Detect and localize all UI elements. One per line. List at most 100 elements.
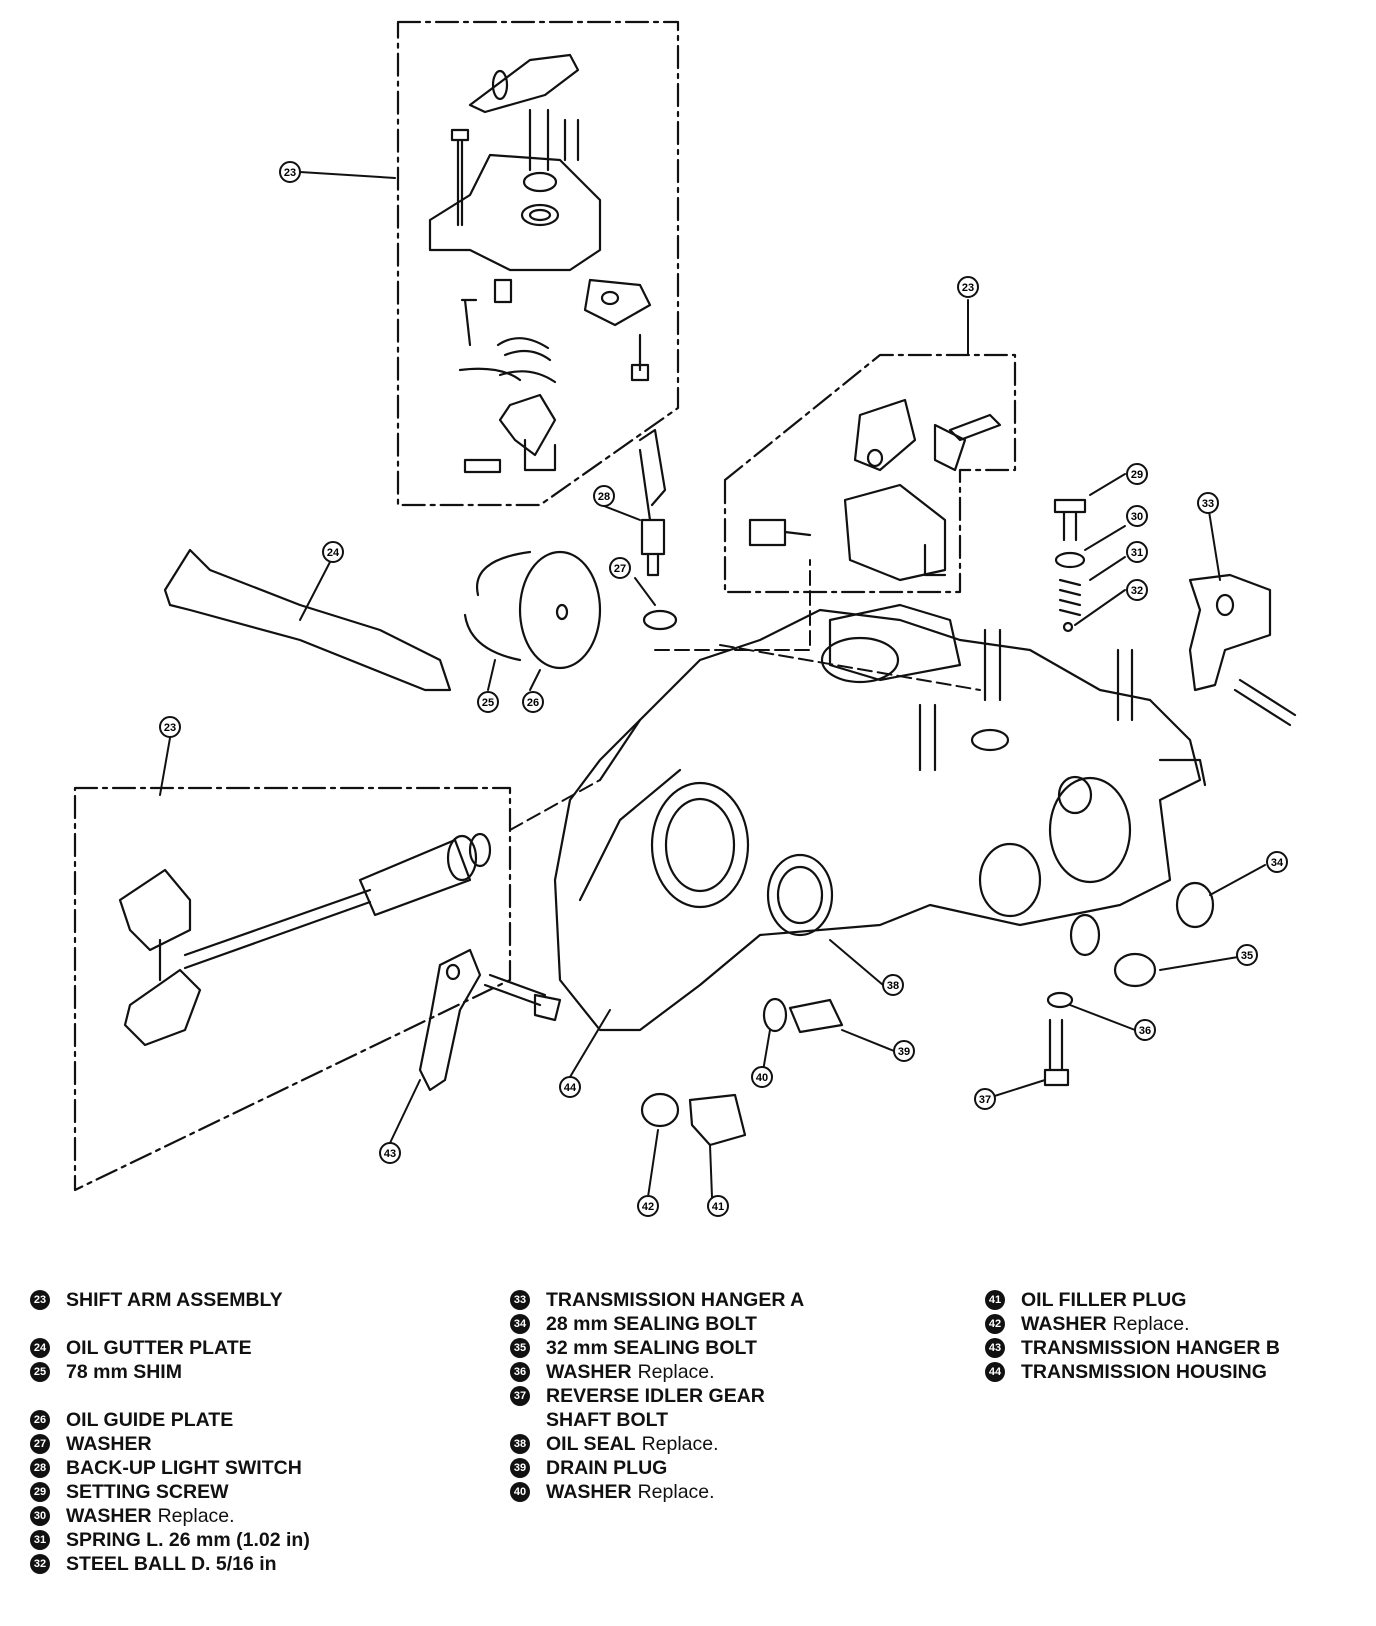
callout-44: 44	[559, 1076, 581, 1098]
sealing-bolts-parts	[1043, 881, 1215, 1087]
oil-guide-plate-part	[518, 550, 602, 670]
backup-light-switch-part	[638, 428, 678, 631]
legend-number: 32	[30, 1554, 50, 1574]
callout-28: 28	[593, 485, 615, 507]
legend-number: 40	[510, 1482, 530, 1502]
legend-number: 30	[30, 1506, 50, 1526]
callout-29: 29	[1126, 463, 1148, 485]
svg-text:29: 29	[1131, 469, 1143, 481]
legend-label: OIL GUIDE PLATE	[66, 1409, 234, 1431]
legend-number: 36	[510, 1362, 530, 1382]
legend-note: Replace.	[637, 1361, 715, 1383]
legend-label: WASHER	[66, 1433, 152, 1455]
svg-text:25: 25	[482, 697, 494, 709]
filler-plug-parts	[640, 1092, 747, 1147]
legend-number: 26	[30, 1410, 50, 1430]
svg-text:42: 42	[642, 1201, 654, 1213]
legend-item-27: 27 WASHER	[30, 1432, 310, 1456]
legend-label: TRANSMISSION HOUSING	[1021, 1361, 1267, 1383]
callout-23-top: 23	[279, 161, 301, 183]
legend-note: Replace.	[1112, 1313, 1190, 1335]
legend-number: 28	[30, 1458, 50, 1478]
hanger-b-part	[418, 948, 562, 1092]
svg-text:23: 23	[284, 167, 296, 179]
oil-gutter-plate-part	[163, 548, 452, 692]
legend-number: 31	[30, 1530, 50, 1550]
svg-text:37: 37	[979, 1094, 991, 1106]
callout-30: 30	[1126, 505, 1148, 527]
legend-number: 27	[30, 1434, 50, 1454]
legend-label: WASHER	[546, 1361, 632, 1383]
legend-number: 43	[985, 1338, 1005, 1358]
callout-39: 39	[893, 1040, 915, 1062]
legend-note: Replace.	[157, 1505, 235, 1527]
legend-number: 44	[985, 1362, 1005, 1382]
legend-number: 25	[30, 1362, 50, 1382]
svg-text:39: 39	[898, 1046, 910, 1058]
legend-label: REVERSE IDLER GEAR	[546, 1385, 765, 1407]
svg-text:35: 35	[1241, 950, 1253, 962]
transmission-housing	[553, 603, 1207, 1032]
legend-label: BACK-UP LIGHT SWITCH	[66, 1457, 302, 1479]
legend-label: SPRING L. 26 mm (1.02 in)	[66, 1529, 310, 1551]
callout-24: 24	[322, 541, 344, 563]
svg-text:40: 40	[756, 1072, 768, 1084]
legend-label: 32 mm SEALING BOLT	[546, 1337, 757, 1359]
legend-item-25: 25 78 mm SHIM	[30, 1360, 310, 1384]
legend-label-line2: SHAFT BOLT	[546, 1409, 669, 1431]
legend-label: 78 mm SHIM	[66, 1361, 182, 1383]
svg-text:38: 38	[887, 980, 899, 992]
drain-plug-parts	[762, 997, 844, 1034]
callout-37: 37	[974, 1088, 996, 1110]
legend-label: SHIFT ARM ASSEMBLY	[66, 1289, 283, 1311]
shim-part	[463, 550, 532, 662]
legend-label: OIL FILLER PLUG	[1021, 1289, 1187, 1311]
callout-26: 26	[522, 691, 544, 713]
svg-text:30: 30	[1131, 511, 1143, 523]
legend-label: OIL GUTTER PLATE	[66, 1337, 252, 1359]
svg-text:23: 23	[164, 722, 176, 734]
legend-label: WASHER	[1021, 1313, 1107, 1335]
callout-32: 32	[1126, 579, 1148, 601]
inset-box-top	[396, 20, 680, 507]
svg-text:44: 44	[564, 1082, 577, 1094]
legend-label: OIL SEAL	[546, 1433, 636, 1455]
callout-42: 42	[637, 1195, 659, 1217]
hanger-a-part	[1188, 573, 1297, 727]
leader-lines	[159, 171, 1266, 1198]
legend-number: 39	[510, 1458, 530, 1478]
svg-text:32: 32	[1131, 585, 1143, 597]
detent-assembly-exploded	[748, 398, 1002, 582]
legend-item-41: 41 OIL FILLER PLUG	[985, 1288, 1280, 1312]
legend-item-28: 28 BACK-UP LIGHT SWITCH	[30, 1456, 310, 1480]
legend-number: 41	[985, 1290, 1005, 1310]
svg-text:43: 43	[384, 1148, 396, 1160]
callout-23-right: 23	[957, 276, 979, 298]
svg-text:28: 28	[598, 491, 610, 503]
legend-item-31: 31 SPRING L. 26 mm (1.02 in)	[30, 1528, 310, 1552]
callout-25: 25	[477, 691, 499, 713]
callout-40: 40	[751, 1066, 773, 1088]
svg-text:33: 33	[1202, 498, 1214, 510]
legend-label: WASHER	[546, 1481, 632, 1503]
legend-item-26: 26 OIL GUIDE PLATE	[30, 1408, 310, 1432]
inset-box-left	[73, 786, 512, 1192]
legend-number: 29	[30, 1482, 50, 1502]
legend-number: 34	[510, 1314, 530, 1334]
svg-text:27: 27	[614, 563, 626, 575]
callout-35: 35	[1236, 944, 1258, 966]
svg-text:41: 41	[712, 1201, 724, 1213]
